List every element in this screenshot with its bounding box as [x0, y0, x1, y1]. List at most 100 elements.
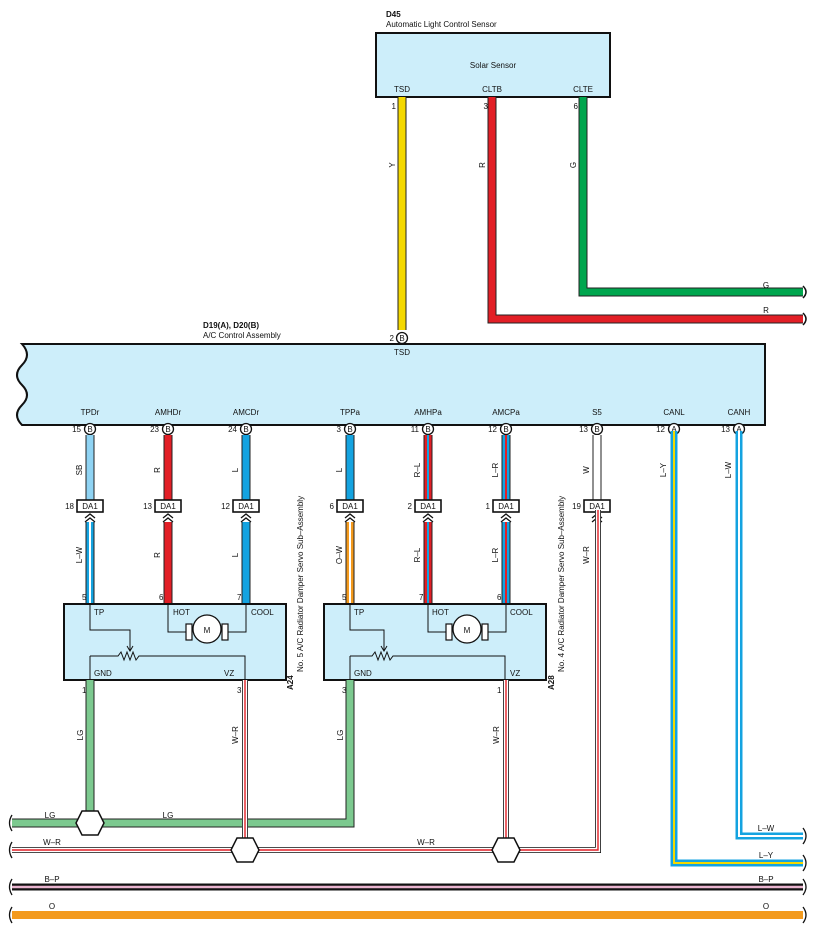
servo-right-wiper-arrow [380, 645, 388, 652]
lower-wire-label: R–L [413, 547, 422, 562]
servo-left-ref: A24 [286, 675, 295, 690]
upper-wire-label: L [335, 467, 344, 472]
upper-wire-label: W [582, 466, 591, 474]
can-wire-label: L–W [724, 461, 733, 478]
servo-right-brush-r [481, 623, 489, 641]
control-pin-conn-letter: B [594, 425, 599, 434]
control-pin-connector [239, 422, 253, 436]
control-pin-label-amhdr: AMHDr [155, 408, 182, 417]
control-pin-label-amhpa: AMHPa [414, 408, 442, 417]
servo-left-box [63, 603, 287, 681]
upper-wire-label: R–L [413, 462, 422, 477]
servo-left-pin-7: 7 [237, 593, 242, 602]
connector-chevron-icon [422, 513, 434, 523]
control-pin-connector [161, 422, 175, 436]
control-pin-num: 3 [337, 425, 342, 434]
sensor-pin-num-6: 6 [574, 102, 579, 111]
connector-chevron-icon [162, 513, 174, 523]
control-pin-connector [421, 422, 435, 436]
servo-left-internal [89, 604, 247, 680]
control-tsd-label: TSD [394, 348, 410, 357]
da1-connector [76, 499, 104, 513]
bus-label-bp-right: B–P [758, 875, 773, 884]
connector-chevron-icon [344, 513, 356, 523]
control-pin-label-tpdr: TPDr [81, 408, 100, 417]
servo-left-brush-l [185, 623, 193, 641]
connector-chevron-icon [84, 513, 96, 523]
control-pin-connector [590, 422, 604, 436]
sensor-ref: D45 [386, 10, 401, 19]
upper-wire-label: L–R [491, 462, 500, 477]
wire-wr-network [12, 510, 601, 853]
sensor-pin-num-1: 1 [392, 102, 397, 111]
da1-connector-num: 19 [572, 502, 581, 511]
control-pin-num: 13 [579, 425, 588, 434]
servo-left-tp: TP [94, 608, 104, 617]
bus-break-right-bottom [802, 827, 807, 924]
control-tsd-num: 2 [390, 334, 395, 343]
solar-sensor-box [375, 32, 611, 98]
control-tsd-connector [395, 331, 409, 345]
bus-label-o-left: O [49, 902, 55, 911]
control-pin-num: 11 [411, 425, 420, 434]
wire-label-g: G [569, 162, 578, 168]
control-pin-connector [343, 422, 357, 436]
control-pin-label-amcpa: AMCPa [492, 408, 520, 417]
can-wire-label: L–Y [659, 462, 668, 477]
bus-label-lg-left: LG [45, 811, 56, 820]
da1-connector [492, 499, 520, 513]
splice-junction-lg [75, 810, 105, 836]
da1-connector-num: 18 [65, 502, 74, 511]
servo-left-pin-1: 1 [82, 686, 87, 695]
lower-wire-label: L–R [491, 547, 500, 562]
lower-wire-label: R [153, 552, 162, 558]
servo-right-vz: VZ [510, 669, 520, 678]
servo-left-cool: COOL [251, 608, 274, 617]
servo-right-name: No. 4 A/C Radiator Damper Servo Sub–Asse… [557, 496, 566, 672]
da1-connector-label: DA1 [420, 502, 436, 511]
servo-right-brush-l [445, 623, 453, 641]
servo-right-motor-label: M [464, 626, 471, 635]
bus-break-left [8, 814, 13, 924]
splice-junction-wr-left [230, 837, 260, 863]
sensor-pin-cltb: CLTB [482, 85, 502, 94]
sensor-pin-num-3: 3 [484, 102, 489, 111]
upper-wire-label: SB [75, 465, 84, 476]
da1-connector-label: DA1 [498, 502, 514, 511]
connector-chevron-icon [500, 513, 512, 523]
da1-connector-num: 2 [408, 502, 413, 511]
servo-right-motor-icon [452, 614, 482, 644]
da1-connector-label: DA1 [160, 502, 176, 511]
control-pin-num: 13 [721, 425, 730, 434]
wire-label-lg-left: LG [76, 730, 85, 741]
bus-label-g: G [763, 281, 769, 290]
control-pin-num: 12 [488, 425, 497, 434]
da1-connector [232, 499, 260, 513]
control-pin-conn-letter: B [503, 425, 508, 434]
servo-right-internal [349, 604, 507, 680]
bus-label-ly: L–Y [759, 851, 774, 860]
servo-left-brush-r [221, 623, 229, 641]
servo-right-pin-3: 3 [342, 686, 347, 695]
upper-wire-label: L [231, 467, 240, 472]
servo-right-box [323, 603, 547, 681]
da1-connector-label: DA1 [238, 502, 254, 511]
lower-wire-label: O–W [335, 545, 344, 564]
splice-junction-wr-right [491, 837, 521, 863]
servo-right-pin-7: 7 [419, 593, 424, 602]
bus-label-r: R [763, 306, 769, 315]
control-pins: TPDrB15AMHDrB23AMCDrB24TPPaB3AMHPaB11AMC… [72, 408, 751, 436]
control-pin-label-amcdr: AMCDr [233, 408, 260, 417]
da1-connector [336, 499, 364, 513]
control-pin-label-canh: CANH [728, 408, 751, 417]
wire-label-r: R [478, 162, 487, 168]
sensor-pin-tsd: TSD [394, 85, 410, 94]
servo-right-gnd: GND [354, 669, 372, 678]
servo-left-pin-5: 5 [82, 593, 87, 602]
servo-left-gnd: GND [94, 669, 112, 678]
lower-wire-label: L–W [75, 546, 84, 563]
servo-left-pin-6: 6 [159, 593, 164, 602]
servo-left-vz: VZ [224, 669, 234, 678]
solar-sensor-label: Solar Sensor [470, 61, 517, 70]
